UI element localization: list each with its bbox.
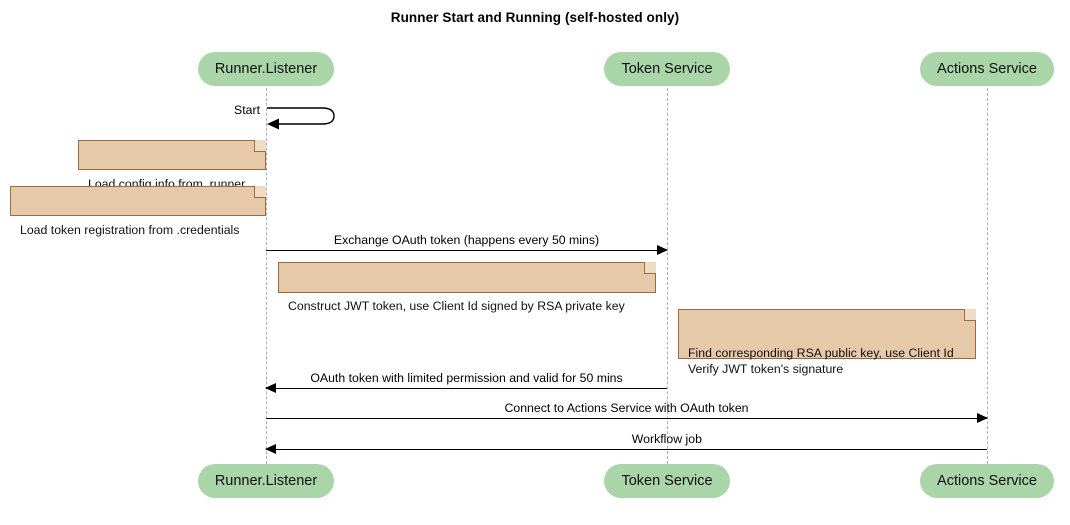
message-label-start: Start — [234, 103, 260, 117]
message-workflow-job[interactable]: Workflow job — [265, 432, 987, 454]
note-load-config: Load config info from .runner — [78, 140, 266, 191]
message-label-exchange-oauth-token: Exchange OAuth token (happens every 50 m… — [333, 233, 600, 247]
diagram-title: Runner Start and Running (self-hosted on… — [390, 10, 680, 25]
arrowhead-right-icon — [977, 413, 988, 423]
note-dogear-icon — [644, 262, 656, 274]
message-label-connect-actions-service: Connect to Actions Service with OAuth to… — [504, 401, 749, 415]
note-verify-jwt: Find corresponding RSA public key, use C… — [678, 309, 976, 376]
participant-label: Runner.Listener — [214, 473, 318, 489]
participant-label: Runner.Listener — [214, 61, 318, 77]
arrowhead-left-icon — [265, 444, 276, 454]
note-text: Load token registration from .credential… — [20, 223, 240, 237]
message-oauth-token-return[interactable]: OAuth token with limited permission and … — [265, 371, 667, 393]
note-text: Construct JWT token, use Client Id signe… — [288, 299, 625, 313]
note-text: Find corresponding RSA public key, use C… — [688, 346, 954, 376]
note-dogear-icon — [964, 309, 976, 321]
message-line — [266, 388, 667, 389]
participant-actions-service-top[interactable]: Actions Service — [920, 52, 1054, 86]
participant-actions-service-bottom[interactable]: Actions Service — [920, 464, 1054, 498]
arrowhead-left-icon — [265, 383, 276, 393]
note-dogear-icon — [254, 186, 266, 198]
message-label-workflow-job: Workflow job — [631, 432, 702, 446]
message-line — [266, 418, 987, 419]
note-dogear-icon — [254, 140, 266, 152]
message-start-self-loop[interactable] — [266, 105, 346, 133]
participant-label: Actions Service — [937, 61, 1037, 77]
participant-runner-listener-bottom[interactable]: Runner.Listener — [198, 464, 334, 498]
message-line — [266, 449, 987, 450]
arrowhead-right-icon — [657, 245, 668, 255]
participant-label: Token Service — [621, 61, 713, 77]
note-construct-jwt: Construct JWT token, use Client Id signe… — [278, 262, 656, 313]
message-label-oauth-token-return: OAuth token with limited permission and … — [310, 371, 623, 385]
participant-label: Actions Service — [937, 473, 1037, 489]
lifeline-runner-listener — [266, 88, 267, 464]
lifeline-token-service — [667, 88, 668, 464]
participant-label: Token Service — [621, 473, 713, 489]
note-load-token-registration: Load token registration from .credential… — [10, 186, 266, 237]
lifeline-actions-service — [987, 88, 988, 464]
message-connect-actions-service[interactable]: Connect to Actions Service with OAuth to… — [266, 401, 988, 423]
message-exchange-oauth-token[interactable]: Exchange OAuth token (happens every 50 m… — [266, 233, 668, 255]
message-line — [266, 250, 667, 251]
participant-token-service-bottom[interactable]: Token Service — [604, 464, 730, 498]
participant-token-service-top[interactable]: Token Service — [604, 52, 730, 86]
participant-runner-listener-top[interactable]: Runner.Listener — [198, 52, 334, 86]
